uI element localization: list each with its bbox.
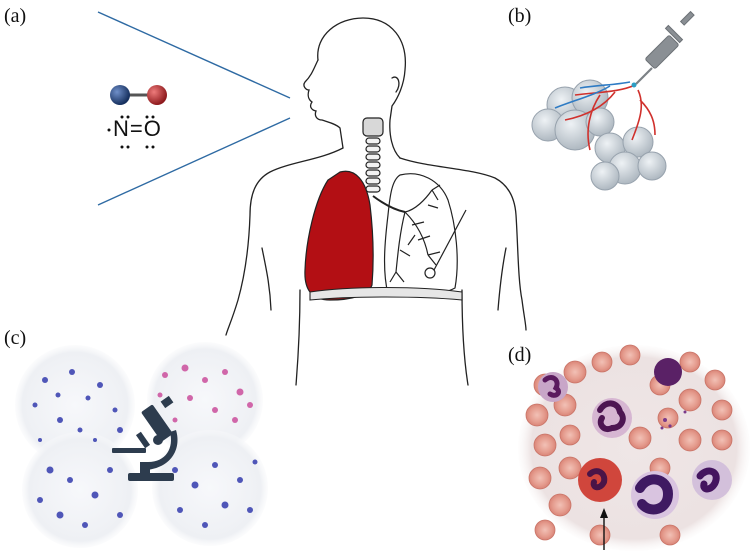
lymphocyte-top — [654, 358, 682, 386]
panel-label-b: (b) — [508, 5, 532, 27]
panel-d-blood-smear — [518, 344, 750, 551]
panel-a — [97, 11, 291, 206]
nitrogen-atom — [110, 85, 130, 105]
monocyte — [631, 471, 679, 519]
lone-pair-dots — [107, 115, 155, 149]
platelets — [660, 410, 687, 430]
syringe-icon — [631, 10, 695, 88]
panel-label-c: (c) — [4, 327, 27, 349]
eosinophil — [578, 458, 622, 502]
panel-label-a: (a) — [4, 5, 27, 27]
inhalation-ray-bottom — [97, 117, 291, 206]
neutrophil-center — [592, 398, 632, 438]
nitric-oxide-formula: N=O — [113, 116, 162, 141]
blood-vessels — [554, 81, 656, 151]
stained-cells-blue — [32, 369, 258, 528]
panel-b-alveoli — [531, 10, 695, 191]
inhalation-ray-top — [97, 11, 291, 99]
neutrophil-right — [692, 460, 732, 500]
neutrophil-top-left — [538, 372, 568, 402]
stained-cells-pink — [157, 364, 253, 423]
nitric-oxide-molecule-icon — [110, 85, 167, 105]
human-torso-outline — [225, 17, 527, 386]
diaphragm — [309, 286, 463, 301]
arrow-icon — [600, 508, 608, 550]
trachea — [362, 117, 384, 193]
right-lung-bronchi — [372, 173, 467, 297]
left-lung-red — [304, 170, 374, 301]
microscope-icon — [112, 395, 178, 481]
panel-label-d: (d) — [508, 344, 532, 366]
panel-c-cytology — [15, 342, 268, 548]
oxygen-atom — [147, 85, 167, 105]
